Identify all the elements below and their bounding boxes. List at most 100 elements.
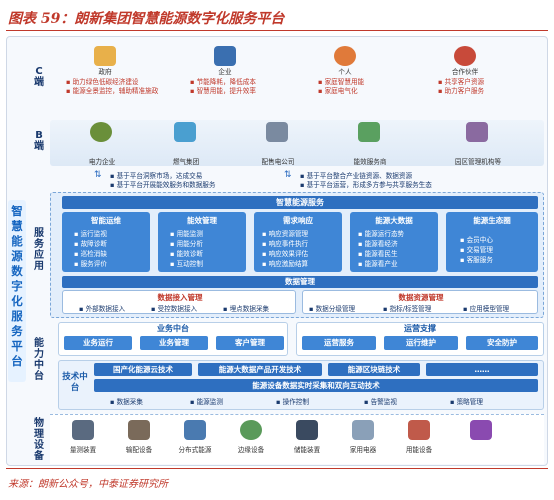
layer-label-b: B端 (34, 130, 44, 152)
module-item: 故障诊断 (74, 238, 150, 248)
device-name: 储能装置 (293, 446, 321, 454)
source-note: 来源：朗新公众号，中泰证券研究所 (8, 479, 168, 490)
layer-label-c: C端 (34, 66, 44, 88)
module-item: 用能分析 (170, 238, 246, 248)
power-distribution-icon (266, 122, 288, 142)
module-item: 能源运行态势 (358, 228, 438, 238)
module-title: 能源生态圈 (473, 216, 511, 225)
module-item: 响应激励结算 (262, 258, 342, 268)
device-name: 分布式能源 (178, 446, 212, 454)
ops-support-title: 运营支撑 (404, 324, 436, 333)
module-item: 响应事件执行 (262, 238, 342, 248)
business-item: 业务管理 (140, 336, 208, 350)
tech-function: 操作控制 (276, 396, 309, 406)
b-end-name: 燃气集团 (172, 158, 200, 166)
business-platform-title: 业务中台 (157, 324, 189, 333)
device-name: 用能设备 (405, 446, 433, 454)
layer-label-capability: 能力中台 (34, 338, 44, 382)
module-title: 智能运维 (91, 216, 121, 225)
c-end-row: 政府 助力绿色低碳经济建设 能源全景监控，辅助精准施政 企业 节能降耗，降低成本… (50, 40, 544, 118)
ops-item: 安全防护 (466, 336, 538, 350)
business-item: 客户管理 (216, 336, 284, 350)
c-end-name: 政府 (98, 68, 112, 76)
device-name: 量测装置 (69, 446, 97, 454)
layer-label-service: 服务应用 (34, 228, 44, 272)
c-end-line: 助力客户服务 (438, 85, 485, 95)
module-title: 能源大数据 (375, 216, 413, 225)
c-end-name: 个人 (338, 68, 352, 76)
down-arrow-icon: ⇅ (284, 170, 292, 180)
business-item: 业务运行 (64, 336, 132, 350)
figure-title: 图表 59：朗新集团智慧能源数字化服务平台 (8, 11, 285, 27)
module-item: 能源看经济 (358, 238, 438, 248)
edge-device-icon (240, 420, 262, 440)
transmission-device-icon (128, 420, 150, 440)
tech-function: 数据采集 (110, 396, 143, 406)
service-module: 能源大数据 能源运行态势 能源看经济 能源看民生 能源看产业 (350, 212, 438, 272)
more-device-icon (470, 420, 492, 440)
b-end-name: 园区管理机构等 (454, 158, 502, 166)
park-management-icon (466, 122, 488, 142)
enterprise-icon (214, 46, 236, 66)
module-title: 需求响应 (283, 216, 313, 225)
energy-equipment-icon (408, 420, 430, 440)
tech-item: 国产化能源云技术 (94, 363, 192, 376)
device-name: 家用电器 (349, 446, 377, 454)
tech-item: 能源大数据产品开发技术 (198, 363, 322, 376)
module-item: 能源看民生 (358, 248, 438, 258)
c-end-item: 政府 助力绿色低碳经济建设 能源全景监控，辅助精准施政 (60, 40, 178, 118)
government-icon (94, 46, 116, 66)
service-module: 需求响应 响应资源管理 响应事件执行 响应效果评估 响应激励结算 (254, 212, 342, 272)
footer-rule (6, 468, 548, 469)
b-end-name: 能效服务商 (353, 158, 387, 166)
efficiency-service-icon (358, 122, 380, 142)
b-note: 基于平台运营，形成多方参与共享服务生态 (300, 179, 432, 189)
tech-function: 告警监视 (364, 396, 397, 406)
tech-function: 策略管理 (450, 396, 483, 406)
tech-platform-label: 技术中台 (62, 372, 88, 393)
b-end-band (50, 120, 544, 166)
distributed-energy-icon (184, 420, 206, 440)
module-item: 能效诊断 (170, 248, 246, 258)
c-end-line: 智慧用能，提升效率 (190, 85, 256, 95)
module-item: 会员中心 (460, 234, 538, 244)
data-access-title: 数据接入管理 (157, 293, 203, 302)
b-note: 基于平台洞察市场，达成交易 (110, 170, 203, 180)
tech-item: …… (426, 363, 538, 376)
b-note: 基于平台整合产业链资源、数据资源 (300, 170, 413, 180)
title-rule (6, 30, 548, 31)
module-title: 能效管理 (187, 216, 217, 225)
data-asset-panel: 数据资源管理 数据分级管理 指标/标签管理 应用模型管理 (302, 290, 538, 314)
data-access-panel: 数据接入管理 外部数据接入 受控数据接入 埋点数据采集 (62, 290, 296, 314)
c-end-item: 企业 节能降耗，降低成本 智慧用能，提升效率 (180, 40, 298, 118)
b-end-name: 配售电公司 (261, 158, 295, 166)
module-item: 巡检消缺 (74, 248, 150, 258)
b-end-name: 电力企业 (88, 158, 116, 166)
c-end-line: 节能降耗，降低成本 (190, 76, 256, 86)
tech-item: 能源区块链技术 (328, 363, 420, 376)
module-item: 响应资源管理 (262, 228, 342, 238)
c-end-item: 合作伙伴 共享客户资源 助力客户服务 (420, 40, 538, 118)
c-end-name: 合作伙伴 (451, 68, 479, 76)
layer-label-device: 物理设备 (34, 418, 44, 462)
module-item: 运行监视 (74, 228, 150, 238)
data-asset-item: 数据分级管理 (309, 303, 356, 313)
gas-group-icon (174, 122, 196, 142)
data-access-item: 外部数据接入 (79, 303, 126, 313)
data-management-bar: 数据管理 (62, 276, 538, 288)
smart-energy-service-bar: 智慧能源服务 (62, 196, 538, 209)
b-note: 基于平台开展能效服务和数据服务 (110, 179, 216, 189)
data-asset-item: 指标/标签管理 (383, 303, 432, 313)
up-arrow-icon: ⇅ (94, 170, 102, 180)
side-title: 智慧能源数字化服务平台 (11, 204, 23, 368)
home-appliance-icon (352, 420, 374, 440)
device-name: 输配设备 (125, 446, 153, 454)
module-item: 服务评价 (74, 258, 150, 268)
module-item: 互动控制 (170, 258, 246, 268)
c-end-line: 助力绿色低碳经济建设 (66, 76, 139, 86)
module-item: 客服服务 (460, 254, 538, 264)
device-name: 边缘设备 (237, 446, 265, 454)
c-end-name: 企业 (218, 68, 232, 76)
ops-item: 运行维护 (384, 336, 458, 350)
module-item: 能源看产业 (358, 258, 438, 268)
